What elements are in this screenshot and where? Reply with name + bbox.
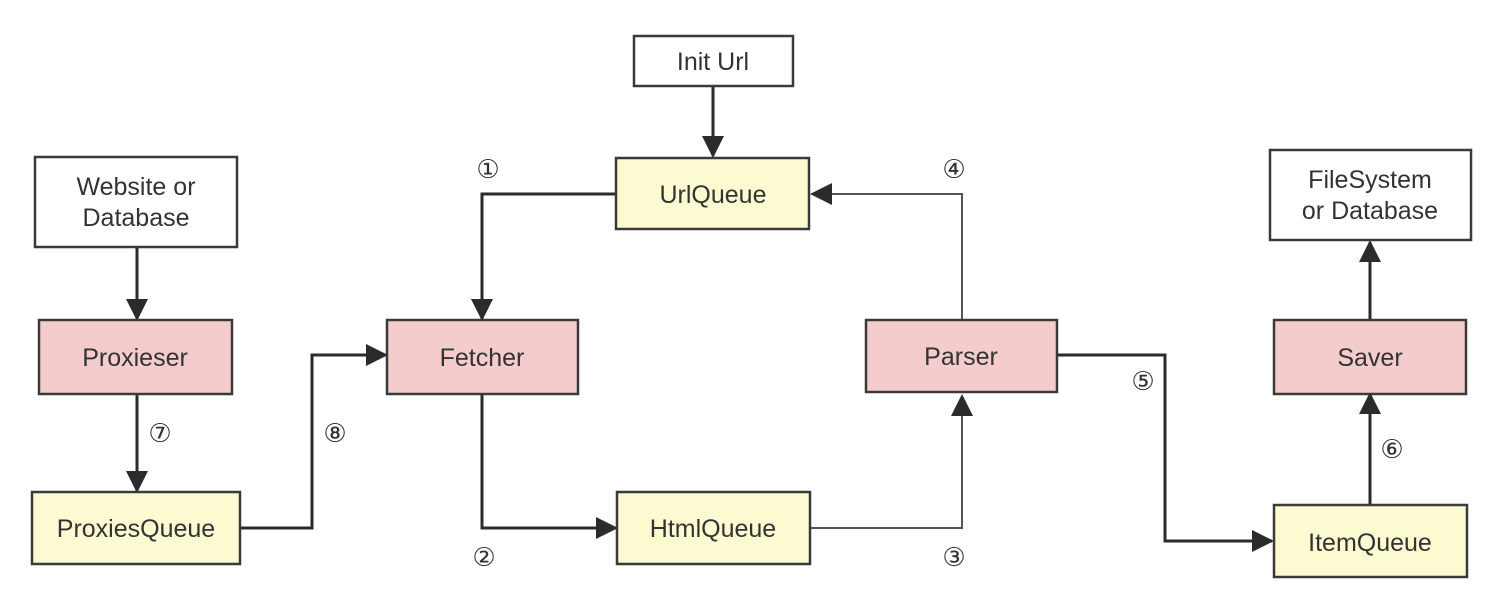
node-website-or-database: Website or Database [33,155,239,249]
node-parser: Parser [864,318,1059,394]
proxieser-label: Proxieser [82,344,188,372]
node-proxies-queue: ProxiesQueue [30,490,242,566]
step-1-marker: ① [476,155,499,185]
node-item-queue: ItemQueue [1272,503,1469,579]
node-html-queue: HtmlQueue [615,490,812,566]
edge-htmlqueue-to-parser [810,394,973,529]
node-proxieser: Proxieser [37,318,234,396]
node-filesystem-or-database: FileSystem or Database [1268,148,1473,242]
step-6-marker: ⑥ [1380,435,1403,465]
init-url-label: Init Url [677,48,749,76]
node-init-url: Init Url [632,34,795,88]
edge-parser-to-urlqueue [810,183,963,319]
edge-urlqueue-to-fetcher [471,192,616,321]
html-queue-label: HtmlQueue [650,515,776,543]
filesystem-db-line-1: FileSystem [1308,166,1432,194]
fetcher-label: Fetcher [440,344,525,372]
edge-parser-to-itemqueue [1057,353,1274,552]
website-db-line-2: Database [82,204,189,232]
edge-proxiesqueue-to-fetcher [241,344,388,530]
website-db-line-1: Website or [76,173,195,201]
node-url-queue: UrlQueue [614,156,811,231]
edge-fetcher-to-htmlqueue [480,394,618,539]
node-fetcher: Fetcher [385,318,580,396]
step-4-marker: ④ [942,155,965,185]
step-7-marker: ⑦ [148,419,171,449]
step-2-marker: ② [472,543,495,573]
parser-label: Parser [924,343,998,371]
item-queue-label: ItemQueue [1308,529,1432,557]
filesystem-db-line-2: or Database [1302,197,1438,225]
step-8-marker: ⑧ [323,419,346,449]
node-saver: Saver [1272,318,1468,396]
step-5-marker: ⑤ [1131,367,1154,397]
url-queue-label: UrlQueue [660,181,767,209]
saver-label: Saver [1337,344,1402,372]
step-3-marker: ③ [942,543,965,573]
proxies-queue-label: ProxiesQueue [57,515,215,543]
